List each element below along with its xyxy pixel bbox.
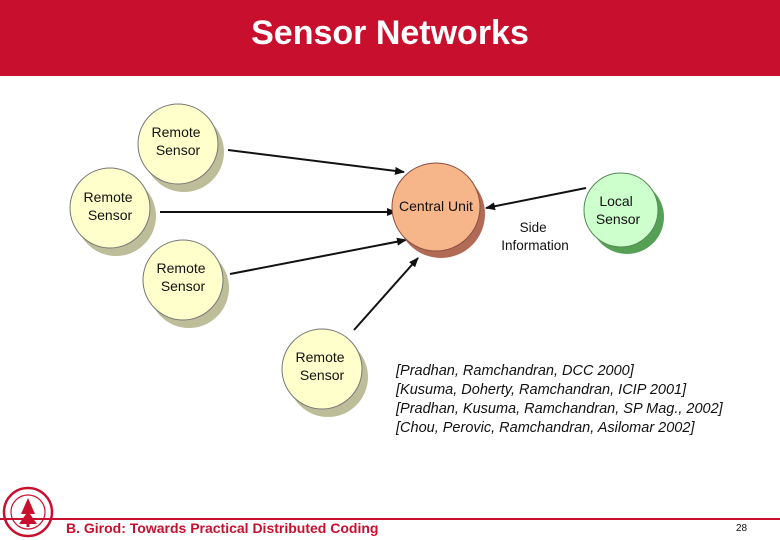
remote-sensor-label-line1: Remote xyxy=(296,349,345,365)
stanford-seal-icon xyxy=(2,486,54,538)
footer-divider xyxy=(0,518,780,520)
edge-local-to-central xyxy=(485,187,587,211)
local-sensor-node: Local Sensor xyxy=(583,172,664,254)
remote-sensor-node: Remote Sensor xyxy=(142,239,229,328)
edge-remote-3-to-central xyxy=(229,237,407,275)
side-information-label-line1: Side xyxy=(520,220,547,235)
remote-sensor-label-line2: Sensor xyxy=(88,207,133,223)
svg-text:Remote Sensor: Remote Sensor xyxy=(296,349,349,383)
remote-sensor-node: Remote Sensor xyxy=(69,167,156,256)
svg-text:Remote Sensor: Remote Sensor xyxy=(84,189,137,223)
remote-sensor-node: Remote Sensor xyxy=(281,328,368,417)
side-information-label-line2: Information xyxy=(501,238,569,253)
svg-text:Remote Sensor: Remote Sensor xyxy=(157,260,210,294)
remote-sensor-label-line2: Sensor xyxy=(300,367,345,383)
slide-title: Sensor Networks xyxy=(251,14,529,52)
title-bar: Sensor Networks xyxy=(0,0,780,76)
reference-item: [Chou, Perovic, Ramchandran, Asilomar 20… xyxy=(396,420,695,436)
remote-sensor-label-line1: Remote xyxy=(152,124,201,140)
remote-sensor-label-line1: Remote xyxy=(157,260,206,276)
remote-sensor-label-line2: Sensor xyxy=(156,142,201,158)
reference-item: [Pradhan, Kusuma, Ramchandran, SP Mag., … xyxy=(396,401,723,417)
remote-sensor-node: Remote Sensor xyxy=(137,103,224,192)
svg-text:Remote Sensor: Remote Sensor xyxy=(152,124,205,158)
references-list: [Pradhan, Ramchandran, DCC 2000] [Kusuma… xyxy=(396,362,723,438)
central-unit-label: Central Unit xyxy=(399,198,473,214)
remote-sensor-label-line1: Remote xyxy=(84,189,133,205)
reference-item: [Kusuma, Doherty, Ramchandran, ICIP 2001… xyxy=(396,382,687,398)
local-sensor-label-line2: Sensor xyxy=(596,211,641,227)
svg-text:Local Sensor: Local Sensor xyxy=(596,193,641,227)
edge-remote-1-to-central xyxy=(227,149,405,175)
edge-remote-4-to-central xyxy=(353,257,419,331)
footer-text: B. Girod: Towards Practical Distributed … xyxy=(66,520,379,536)
central-unit-node: Central Unit xyxy=(391,162,485,258)
reference-item: [Pradhan, Ramchandran, DCC 2000] xyxy=(396,363,634,379)
remote-sensor-label-line2: Sensor xyxy=(161,278,206,294)
page-number: 28 xyxy=(736,523,748,534)
local-sensor-label-line1: Local xyxy=(599,193,632,209)
svg-text:Side Information: Side Information xyxy=(501,220,569,253)
